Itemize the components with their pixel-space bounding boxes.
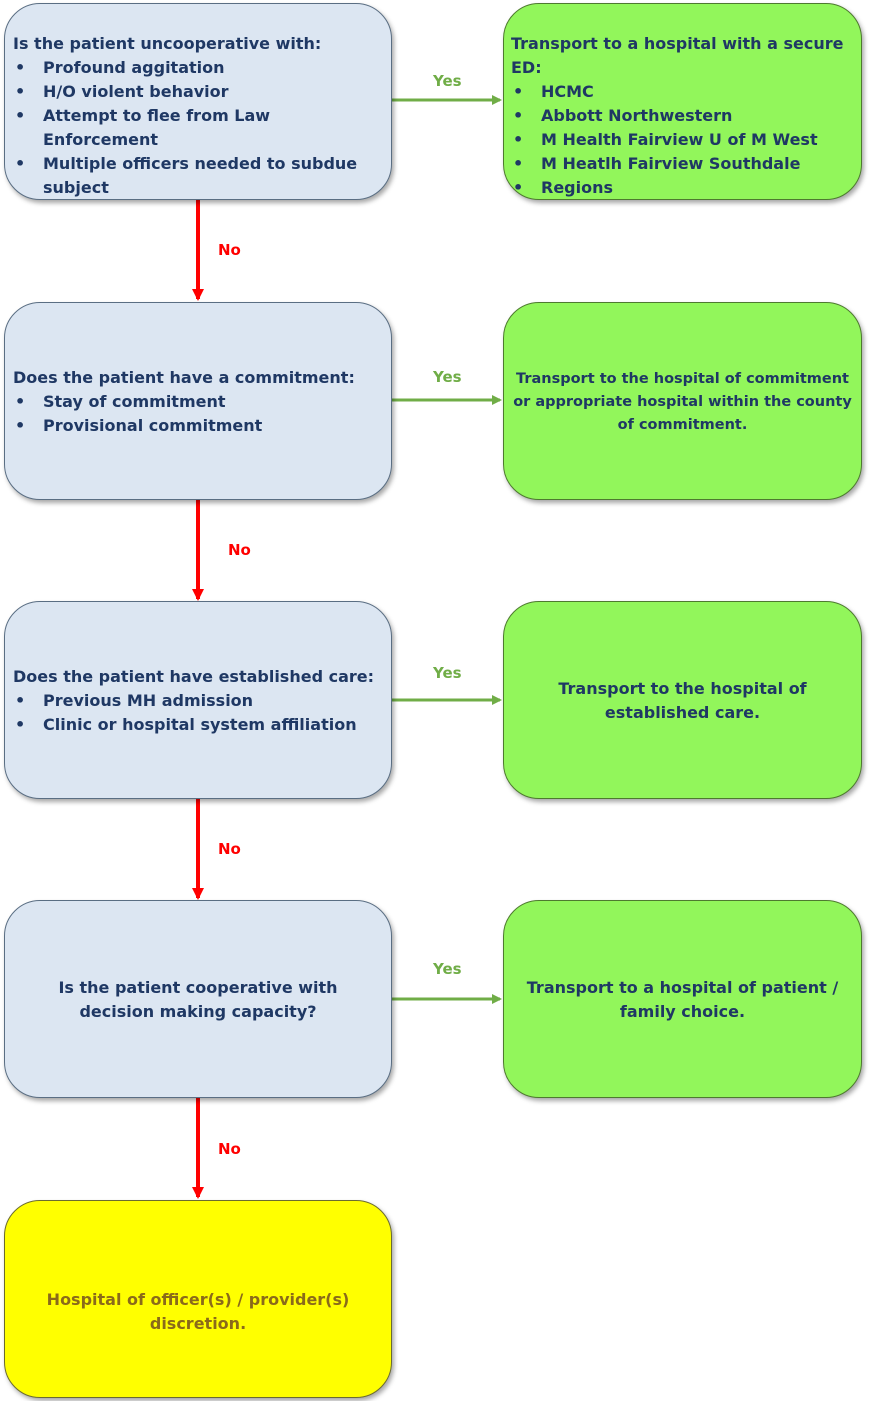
yes-label-1: Yes — [433, 72, 462, 90]
list-item: Attempt to flee from Law Enforcement — [13, 104, 383, 152]
question-uncooperative-title: Is the patient uncooperative with: — [13, 34, 322, 53]
action-established-care-box: Transport to the hospital of established… — [503, 601, 862, 799]
question-cooperative-box: Is the patient cooperative with decision… — [4, 900, 392, 1098]
action-secure-ed-box: Transport to a hospital with a secure ED… — [503, 3, 862, 200]
question-cooperative-text: Is the patient cooperative with decision… — [58, 978, 338, 1021]
secure-ed-title: Transport to a hospital with a secure ED… — [511, 34, 844, 77]
final-discretion-box: Hospital of officer(s) / provider(s) dis… — [4, 1200, 392, 1398]
question-uncooperative-box: Is the patient uncooperative with: Profo… — [4, 3, 392, 200]
commitment-hospital-text: Transport to the hospital of commitment … — [513, 371, 852, 433]
list-item: Stay of commitment — [13, 390, 383, 414]
list-item: H/O violent behavior — [13, 80, 383, 104]
list-item: M Health Fairview U of M West — [511, 128, 853, 152]
uncooperative-criteria-list: Profound aggitation H/O violent behavior… — [13, 56, 383, 200]
no-label-4: No — [218, 1140, 241, 1158]
no-label-3: No — [218, 840, 241, 858]
list-item: HCMC — [511, 80, 853, 104]
list-item: Regions — [511, 176, 853, 200]
list-item: Clinic or hospital system affiliation — [13, 713, 383, 737]
action-commitment-hospital-box: Transport to the hospital of commitment … — [503, 302, 862, 500]
established-care-text: Transport to the hospital of established… — [558, 679, 807, 722]
list-item: Previous MH admission — [13, 689, 383, 713]
yes-label-4: Yes — [433, 960, 462, 978]
commitment-type-list: Stay of commitment Provisional commitmen… — [13, 390, 383, 438]
list-item: Abbott Northwestern — [511, 104, 853, 128]
family-choice-text: Transport to a hospital of patient / fam… — [526, 978, 839, 1021]
action-family-choice-box: Transport to a hospital of patient / fam… — [503, 900, 862, 1098]
final-discretion-text: Hospital of officer(s) / provider(s) dis… — [46, 1290, 350, 1333]
yes-label-3: Yes — [433, 664, 462, 682]
question-commitment-box: Does the patient have a commitment: Stay… — [4, 302, 392, 500]
question-established-care-title: Does the patient have established care: — [13, 667, 375, 686]
list-item: Multiple officers needed to subdue subje… — [13, 152, 383, 200]
established-care-list: Previous MH admission Clinic or hospital… — [13, 689, 383, 737]
no-label-1: No — [218, 241, 241, 259]
list-item: Profound aggitation — [13, 56, 383, 80]
list-item: Provisional commitment — [13, 414, 383, 438]
question-commitment-title: Does the patient have a commitment: — [13, 368, 355, 387]
yes-label-2: Yes — [433, 368, 462, 386]
list-item: M Heatlh Fairview Southdale — [511, 152, 853, 176]
no-label-2: No — [228, 541, 251, 559]
secure-ed-hospital-list: HCMC Abbott Northwestern M Health Fairvi… — [511, 80, 853, 200]
question-established-care-box: Does the patient have established care: … — [4, 601, 392, 799]
